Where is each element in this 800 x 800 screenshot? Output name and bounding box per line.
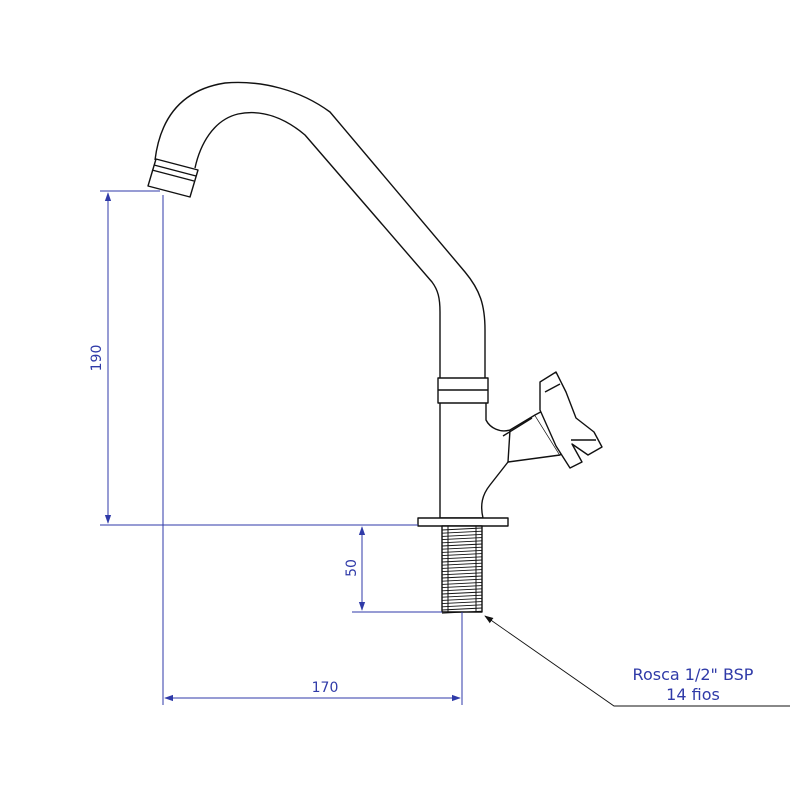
thread-line (441, 597, 483, 601)
threaded-shank (441, 525, 483, 614)
thread-line (441, 578, 483, 582)
faucet (147, 81, 603, 614)
thread-line (441, 527, 483, 531)
thread-line (441, 601, 483, 605)
cross-handle (539, 371, 603, 469)
thread-line (441, 537, 483, 541)
thread-line (441, 533, 483, 537)
thread-line (441, 546, 483, 550)
callout-leader (484, 615, 790, 707)
faucet-body (439, 403, 511, 519)
dimension-lines (100, 190, 790, 707)
thread-line (441, 594, 483, 598)
thread-line (441, 581, 483, 585)
mounting-flange (417, 517, 509, 527)
thread-line (441, 585, 483, 589)
thread-line (441, 591, 483, 595)
thread-line (441, 562, 483, 566)
callout-thread-count: 14 fios (666, 685, 720, 704)
thread-line (441, 604, 483, 608)
thread-line (441, 588, 483, 592)
thread-line (441, 530, 483, 534)
dimension-50-label: 50 (344, 559, 360, 577)
dimension-170-label: 170 (312, 680, 339, 696)
thread-line (441, 565, 483, 569)
spout-inner-contour (194, 111, 441, 378)
thread-line (441, 553, 483, 557)
thread-line (441, 575, 483, 579)
thread-line (441, 607, 483, 611)
thread-line (441, 569, 483, 573)
thread-line (441, 572, 483, 576)
thread-line (441, 556, 483, 560)
thread-line (441, 559, 483, 563)
thread-line (441, 543, 483, 547)
callout-thread-spec: Rosca 1/2" BSP (633, 665, 754, 684)
dimension-190-label: 190 (89, 345, 105, 372)
spout-outer-contour (154, 81, 486, 378)
aerator-tip (147, 158, 199, 198)
thread-line (441, 540, 483, 544)
thread-line (441, 549, 483, 553)
